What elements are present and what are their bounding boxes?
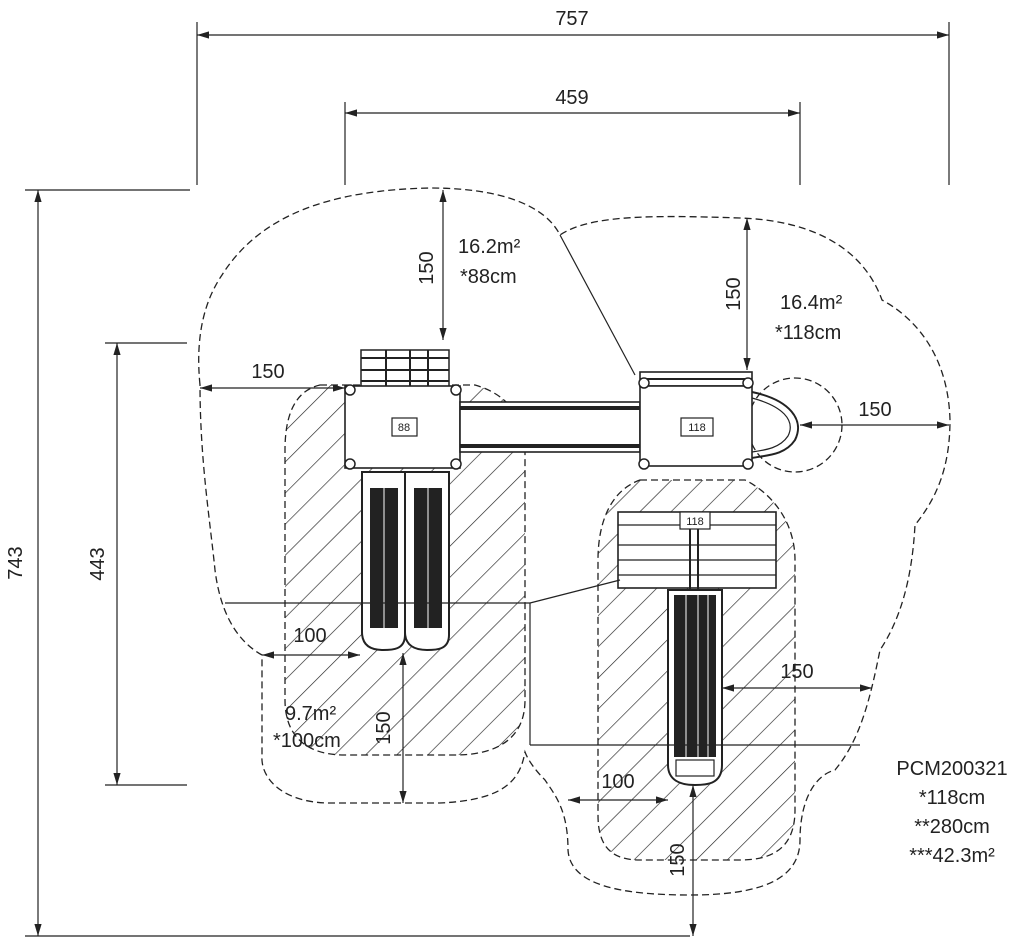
dim-top-right-clearance: 150 [723, 277, 745, 310]
dim-slide-left-clearance: 100 [293, 625, 326, 647]
left-height-label: *88cm [460, 266, 517, 288]
dim-inner-depth: 443 [87, 547, 109, 580]
slide-area-label: 9.7m² [285, 703, 336, 725]
extension-lines [25, 22, 950, 937]
dim-left-clearance: 150 [251, 361, 284, 383]
dim-overall-width: 757 [555, 8, 588, 30]
tube-slide [667, 589, 723, 787]
platform-tags: 88 118 118 [398, 422, 706, 528]
right-platform [638, 377, 800, 470]
area-labels: 16.2m² *88cm 16.4m² *118cm 9.7m² *100cm [273, 236, 843, 752]
right-area-label: 16.4m² [780, 292, 843, 314]
product-info: PCM200321 *118cm **280cm ***42.3m² [896, 758, 1007, 867]
left-climb-frame [360, 349, 450, 389]
product-total-area: ***42.3m² [909, 845, 995, 867]
product-fall-height: *118cm [919, 787, 985, 809]
slide-platform-tag: 118 [686, 516, 704, 528]
product-code: PCM200321 [896, 758, 1007, 780]
dim-slide-right-left: 100 [601, 771, 634, 793]
left-platform-tag: 88 [398, 422, 410, 434]
dim-overall-depth: 743 [5, 546, 27, 579]
bridge [459, 401, 641, 453]
lower-platform [617, 511, 777, 590]
twin-slides [361, 471, 450, 652]
dimension-labels: 757 459 743 443 150 150 150 150 100 150 … [5, 8, 892, 877]
product-free-height: **280cm [914, 816, 990, 838]
equipment [344, 349, 800, 787]
dim-slide-right-bottom: 150 [667, 843, 689, 876]
left-area-label: 16.2m² [458, 236, 521, 258]
dim-slide-left-bottom: 150 [373, 711, 395, 744]
left-platform [344, 384, 462, 470]
right-platform-tag: 118 [688, 422, 706, 434]
dim-inner-width: 459 [555, 87, 588, 109]
right-height-label: *118cm [775, 322, 841, 344]
dim-right-clearance: 150 [858, 399, 891, 421]
dimension-arrows [34, 31, 949, 936]
slide-height-label: *100cm [273, 730, 341, 752]
dim-top-left-clearance: 150 [416, 251, 438, 284]
dim-slide-right-side: 150 [780, 661, 813, 683]
safety-zone-main [198, 187, 951, 896]
right-top-frame [639, 371, 753, 387]
